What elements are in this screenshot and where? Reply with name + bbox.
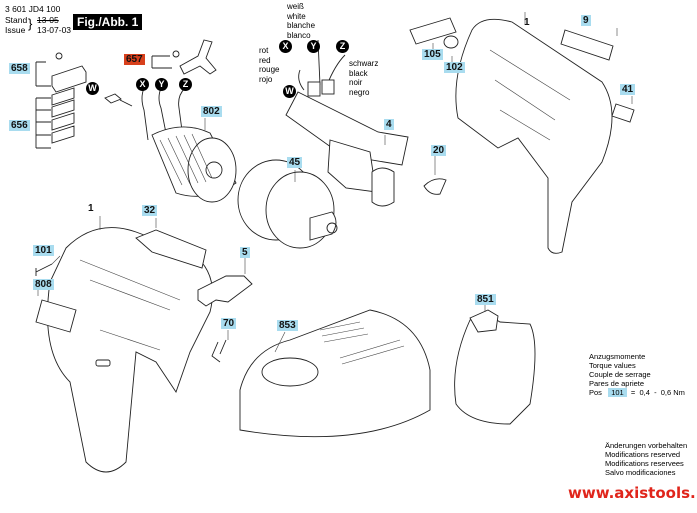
wire-white-fr: blanche (287, 21, 316, 30)
slider-5 (197, 275, 253, 307)
torque-values-block: Anzugsmomente Torque values Couple de se… (589, 352, 685, 397)
stand-date: 13-05 (37, 15, 59, 25)
terminal-block-658 (35, 52, 87, 93)
part-label-657[interactable]: 657 (124, 54, 145, 65)
connector-w-motor: W (86, 82, 99, 95)
bracket-657 (151, 39, 217, 75)
wire-red-de: rot (259, 46, 269, 55)
wire-white-es: blanco (287, 30, 311, 40)
torque-pos-value: 101 (608, 388, 627, 397)
stand-label: Stand (5, 15, 28, 25)
torque-title-de: Anzugsmomente (589, 352, 646, 361)
wire-red-fr: rouge (259, 65, 280, 74)
wire-red-es: rojo (259, 74, 273, 84)
wire-red-labels: rot red rouge rojo (259, 46, 279, 84)
connector-y-motor: Y (155, 78, 168, 91)
torque-equals: = (630, 388, 636, 397)
gearbox-45 (237, 159, 338, 249)
wire-white-labels: weiß white blanche blanco (287, 2, 315, 40)
wire-black-de: schwarz (349, 59, 379, 68)
part-label-32[interactable]: 32 (142, 205, 158, 216)
battery-851 (454, 309, 536, 425)
part-label-853[interactable]: 853 (277, 320, 298, 331)
part-label-5[interactable]: 5 (240, 247, 250, 258)
disclaimer-es: Salvo modificaciones (605, 468, 676, 477)
part-label-20[interactable]: 20 (431, 145, 447, 156)
part-label-70[interactable]: 70 (221, 318, 237, 329)
switch-module-4 (285, 39, 409, 207)
part-label-658[interactable]: 658 (9, 63, 30, 74)
torque-title-en: Torque values (589, 361, 636, 370)
part-label-45[interactable]: 45 (287, 157, 303, 168)
connector-x-switch: X (279, 40, 292, 53)
wire-black-fr: noir (349, 78, 363, 87)
label-808 (35, 299, 77, 333)
cover-32 (135, 229, 207, 269)
front-housing (47, 227, 213, 473)
watermark-url[interactable]: www.axistools.ru (568, 484, 697, 502)
contact-plates-656 (35, 87, 75, 149)
wire-black-labels: schwarz black noir negro (349, 59, 378, 97)
torque-min: 0,4 (639, 388, 650, 397)
charger-853 (239, 309, 431, 438)
motor-802 (141, 87, 237, 203)
part-label-656[interactable]: 656 (9, 120, 30, 131)
issue-date: 13-07-03 (37, 25, 72, 35)
connector-w-switch: W (283, 85, 296, 98)
wire-black-es: negro (349, 87, 370, 97)
rear-housing (409, 17, 613, 254)
torque-title-es: Pares de apriete (589, 379, 645, 388)
disclaimer-de: Änderungen vorbehalten (605, 441, 688, 450)
torque-dash: - (654, 388, 657, 397)
wire-red-en: red (259, 55, 271, 65)
wire-white-de: weiß (287, 2, 304, 11)
issue-label: Issue (5, 25, 26, 35)
wire-white-en: white (287, 11, 306, 21)
part-label-101[interactable]: 101 (33, 245, 54, 256)
screw-101 (35, 263, 53, 276)
part-label-105[interactable]: 105 (422, 49, 443, 60)
connector-y-switch: Y (307, 40, 320, 53)
figure-label: Fig./Abb. 1 (73, 14, 143, 30)
disclaimer-fr: Modifications reservees (605, 459, 684, 468)
connector-z-switch: Z (336, 40, 349, 53)
disclaimer-block: Änderungen vorbehalten Modifications res… (605, 441, 687, 477)
wire-black-en: black (349, 68, 368, 78)
torque-row: Pos 101 = 0,4 - 0,6 Nm (589, 388, 685, 397)
label-41 (611, 103, 635, 123)
document-number: 3 601 JD4 100 (5, 4, 61, 14)
part-label-808[interactable]: 808 (33, 279, 54, 290)
spring-70 (211, 339, 227, 363)
part-label-1-rear[interactable]: 1 (524, 17, 530, 28)
bracket: } (28, 16, 33, 31)
part-label-802[interactable]: 802 (201, 106, 222, 117)
part-label-1-front[interactable]: 1 (88, 203, 94, 214)
label-9 (560, 29, 614, 61)
part-label-102[interactable]: 102 (444, 62, 465, 73)
connector-z-motor: Z (179, 78, 192, 91)
part-label-9[interactable]: 9 (581, 15, 591, 26)
torque-pos-label: Pos (589, 388, 602, 397)
torque-max: 0,6 Nm (660, 388, 685, 397)
connector-x-motor: X (136, 78, 149, 91)
part-label-851[interactable]: 851 (475, 294, 496, 305)
disclaimer-en: Modifications reserved (605, 450, 681, 459)
w-connector-left (104, 93, 133, 107)
torque-title-fr: Couple de serrage (589, 370, 651, 379)
part-label-4[interactable]: 4 (384, 119, 394, 130)
switch-button-20 (423, 178, 447, 195)
part-label-41[interactable]: 41 (620, 84, 636, 95)
